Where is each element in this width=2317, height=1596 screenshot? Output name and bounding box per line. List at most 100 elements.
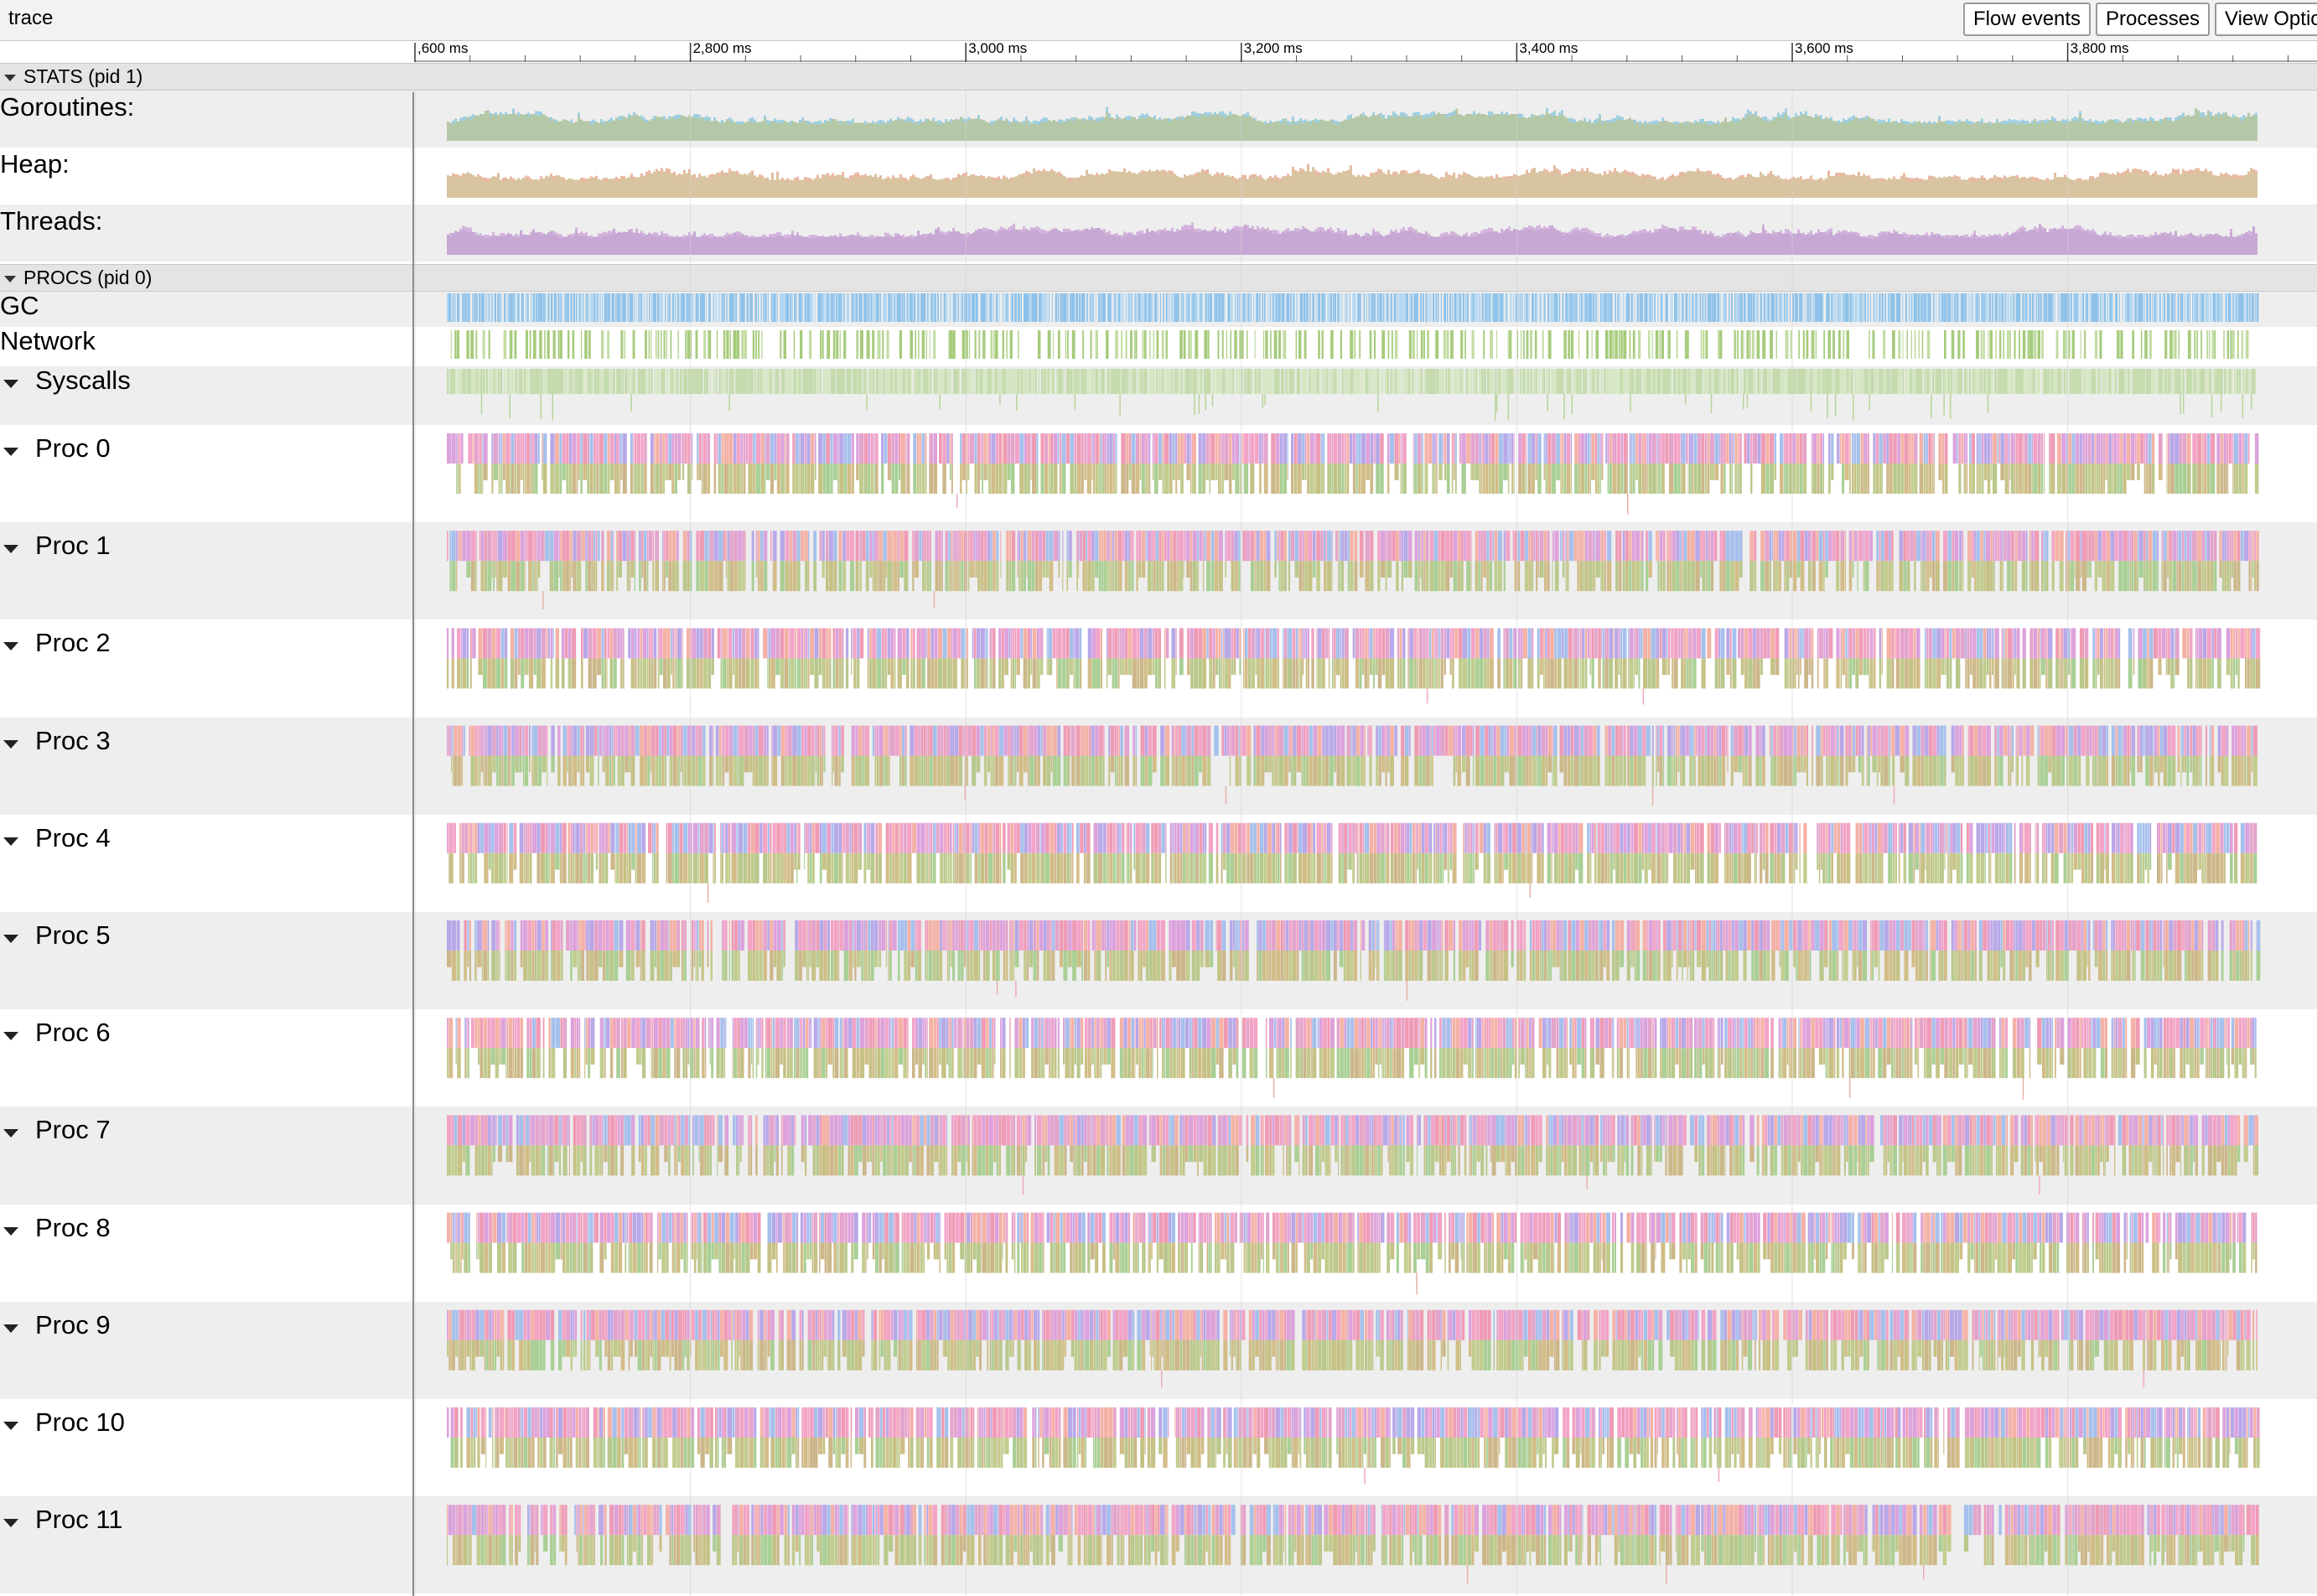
counter-bar xyxy=(1352,118,1355,141)
expand-triangle-icon[interactable] xyxy=(3,380,18,388)
counter-bar xyxy=(1951,177,1953,198)
expand-triangle-icon[interactable] xyxy=(3,545,18,554)
gc-slice xyxy=(992,293,994,322)
counter-bar xyxy=(492,234,495,255)
counter-bar xyxy=(932,179,935,198)
counter-bar xyxy=(1609,121,1611,141)
gc-slice xyxy=(635,293,637,322)
counter-bar-top xyxy=(1372,111,1375,117)
expand-triangle-icon[interactable] xyxy=(3,837,18,846)
network-slice xyxy=(1254,330,1256,359)
counter-bar xyxy=(2029,122,2031,141)
counter-bar xyxy=(816,236,819,255)
gc-slice xyxy=(1674,293,1677,322)
syscall-slice xyxy=(1262,369,1266,394)
counter-bar xyxy=(789,122,791,141)
counter-bar xyxy=(905,236,907,255)
counter-bar xyxy=(502,114,505,141)
counter-bar xyxy=(1040,171,1043,198)
counter-bar-top xyxy=(2054,118,2056,122)
gc-slice xyxy=(2161,293,2163,322)
counter-bar xyxy=(477,234,479,255)
expand-triangle-icon[interactable] xyxy=(3,642,18,651)
gc-slice xyxy=(1201,293,1204,322)
syscall-slice xyxy=(1247,369,1250,394)
counter-bar xyxy=(1649,122,1651,141)
counter-bar xyxy=(1199,115,1201,141)
expand-triangle-icon[interactable] xyxy=(3,448,18,456)
collapse-triangle-icon[interactable] xyxy=(4,75,16,81)
counter-bar xyxy=(1146,228,1148,255)
counter-bar xyxy=(1460,115,1463,141)
counter-bar xyxy=(859,236,862,255)
counter-bar xyxy=(1111,117,1113,141)
syscall-slice xyxy=(454,369,457,394)
gc-slice xyxy=(1875,293,1878,322)
counter-bar xyxy=(2039,179,2041,198)
gc-slice xyxy=(1134,293,1136,322)
gc-slice xyxy=(1968,293,1971,322)
counter-chart-heap[interactable] xyxy=(447,163,2257,198)
counter-bar xyxy=(1785,179,1787,198)
gc-slice xyxy=(1092,293,1094,322)
expand-triangle-icon[interactable] xyxy=(3,935,18,943)
counter-bar-top xyxy=(1425,231,1428,236)
counter-chart-goroutines[interactable] xyxy=(447,106,2257,141)
counter-bar xyxy=(530,114,532,141)
counter-bar-top xyxy=(1644,175,1646,179)
counter-bar xyxy=(464,229,467,255)
counter-bar xyxy=(1868,177,1870,198)
counter-bar xyxy=(925,120,927,141)
counter-bar xyxy=(731,171,733,198)
flow-events-button[interactable]: Flow events xyxy=(1963,3,2091,36)
counter-bar xyxy=(477,175,479,198)
counter-bar-top xyxy=(905,119,907,122)
event-lane-network[interactable] xyxy=(450,330,2249,359)
counter-bar-top xyxy=(1206,169,1209,174)
expand-triangle-icon[interactable] xyxy=(3,739,18,749)
network-slice xyxy=(1520,330,1522,359)
event-lane-gc[interactable] xyxy=(447,293,2259,322)
gc-slice xyxy=(1115,293,1117,322)
counter-bar xyxy=(1234,179,1236,198)
counter-bar-top xyxy=(1920,179,1923,182)
stats-section-header[interactable]: STATS (pid 1) xyxy=(0,63,2317,91)
syscall-slice xyxy=(692,369,695,394)
counter-bar xyxy=(736,173,739,198)
counter-bar xyxy=(912,236,915,255)
counter-bar xyxy=(505,234,507,255)
counter-bar xyxy=(1624,120,1626,141)
event-lane-syscalls[interactable] xyxy=(447,369,2256,421)
counter-bar xyxy=(977,117,980,141)
counter-bar xyxy=(2029,177,2031,198)
counter-bar xyxy=(2132,171,2134,198)
counter-bar xyxy=(1765,118,1767,141)
gc-slice xyxy=(540,293,543,322)
syscall-slice xyxy=(1052,369,1055,394)
counter-bar xyxy=(1724,178,1727,198)
counter-bar xyxy=(1541,228,1543,255)
network-slice xyxy=(581,330,583,359)
counter-bar xyxy=(1717,122,1719,141)
collapse-triangle-icon[interactable] xyxy=(4,276,16,282)
counter-bar xyxy=(1033,168,1035,198)
gc-slice xyxy=(671,293,673,322)
processes-button[interactable]: Processes xyxy=(2096,3,2210,36)
syscall-slice xyxy=(1086,369,1090,394)
gc-slice xyxy=(1371,293,1373,322)
counter-bar xyxy=(2069,121,2071,141)
gc-slice xyxy=(1104,293,1106,322)
counter-bar xyxy=(967,176,970,198)
counter-bar xyxy=(1229,176,1231,198)
counter-bar xyxy=(733,232,736,255)
procs-section-header[interactable]: PROCS (pid 0) xyxy=(0,264,2317,292)
counter-chart-threads[interactable] xyxy=(447,222,2257,255)
counter-bar xyxy=(706,177,708,198)
gc-slice xyxy=(1003,293,1005,322)
view-options-button[interactable]: View Options xyxy=(2215,3,2317,36)
counter-bar-top xyxy=(1091,226,1093,231)
counter-bar xyxy=(1961,179,1963,198)
network-slice xyxy=(2041,330,2044,359)
